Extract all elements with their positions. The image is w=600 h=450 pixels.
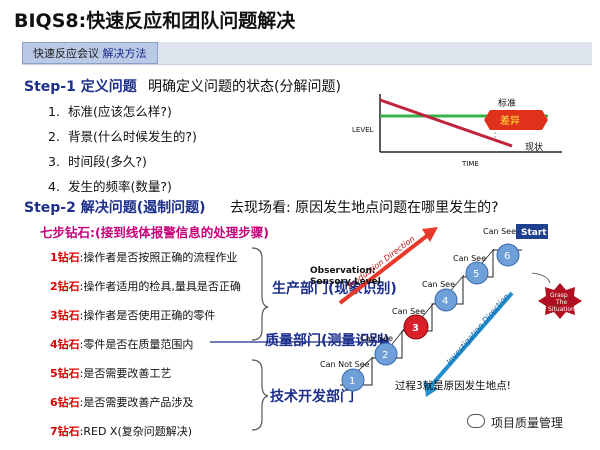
gap-label: 差异	[500, 114, 520, 127]
stair-node	[465, 261, 489, 285]
list-item: 4.发生的频率(数量?)	[48, 179, 172, 194]
start-box	[516, 224, 548, 239]
svg-text:3: 3	[412, 323, 419, 334]
list-item: 5钻石:是否需要改善工艺	[50, 367, 172, 380]
list-item: 7钻石:RED X(复杂问题解决)	[50, 425, 193, 438]
step2-label: Step-2 解决问题(遏制问题)	[24, 200, 206, 216]
actual-line	[379, 98, 513, 148]
conclusion-note: 过程3就是原因发生地点!	[395, 380, 511, 392]
investigation-staircase: Production Direction Investigation Direc…	[310, 224, 582, 397]
svg-text:4: 4	[442, 296, 448, 307]
sensory-level-label: Sensory Level	[310, 277, 381, 287]
stair-node	[496, 243, 520, 267]
list-item: 4钻石:零件是否在质量范围内	[50, 338, 194, 351]
dept-engineering: 技术开发部门	[270, 389, 354, 405]
grasp-label: The	[555, 299, 567, 306]
list-item: 2.背景(什么时候发生的?)	[48, 129, 197, 144]
page-title: BIQS8:快速反应和团队问题解决	[14, 10, 296, 32]
tab-bar	[22, 42, 592, 65]
actual-label: 现状	[525, 141, 543, 153]
can-see-label: Can See	[453, 254, 486, 263]
tab-quick-response[interactable]: 快速反应会议 解决方法	[22, 42, 158, 64]
stair-node	[341, 368, 365, 392]
list-item: 3钻石:操作者是否使用正确的零件	[50, 309, 216, 322]
account-logo: 项目质量管理	[467, 414, 563, 431]
stair-steps	[340, 249, 522, 386]
can-not-see-label: Can Not See	[320, 360, 370, 369]
y-axis-label: LEVEL	[352, 126, 374, 134]
svg-text:6: 6	[504, 251, 510, 262]
start-label: Start	[521, 228, 547, 238]
step2-desc: 去现场看: 原因发生地点问题在哪里发生的?	[230, 200, 499, 216]
step1-desc: 明确定义问题的状态(分解问题)	[148, 79, 341, 95]
can-see-label: Can See	[483, 227, 516, 236]
seven-diamonds-title: 七步钻石:(接到线体报警信息的处理步骤)	[40, 225, 269, 240]
stair-node-highlight	[403, 314, 429, 340]
list-item: 1钻石:操作者是否按照正确的流程作业	[50, 251, 238, 264]
tab-highlight: 解决方法	[102, 47, 147, 60]
grasp-label: Situation	[548, 306, 575, 313]
grasp-label: Grasp	[550, 292, 568, 299]
can-see-label: Can See	[422, 280, 455, 289]
list-item: 6钻石:是否需要改善产品涉及	[50, 396, 194, 409]
bracket-engineering	[251, 359, 269, 431]
bracket-production	[251, 247, 269, 341]
list-item: 2钻石:操作者适用的检具,量具是否正确	[50, 280, 241, 293]
tab-label: 快速反应会议	[33, 47, 99, 60]
stair-node	[374, 342, 398, 366]
wechat-icon	[467, 414, 485, 428]
list-item: 1.标准(应该怎么样?)	[48, 104, 172, 119]
dept-quality: 质量部门(测量识别)	[265, 333, 390, 349]
level-time-diagram: 差异 标准 现状 LEVEL TIME	[352, 94, 562, 168]
investigation-direction-arrow	[428, 291, 514, 389]
svg-text:2: 2	[382, 350, 388, 361]
svg-text:5: 5	[473, 269, 479, 280]
svg-text:1: 1	[349, 376, 355, 387]
observation-label: Observation:	[310, 266, 376, 276]
stair-node	[434, 288, 458, 312]
can-see-label: Can See	[360, 334, 393, 343]
can-see-label: Can See	[392, 307, 425, 316]
production-direction-arrow	[338, 233, 430, 305]
list-item: 3.时间段(多久?)	[48, 154, 147, 169]
gap-arrow-shape	[484, 110, 548, 130]
x-axis-label: TIME	[461, 160, 479, 168]
grasp-situation-burst	[538, 283, 582, 319]
standard-label: 标准	[498, 97, 516, 109]
step1-label: Step-1 定义问题	[24, 79, 137, 95]
